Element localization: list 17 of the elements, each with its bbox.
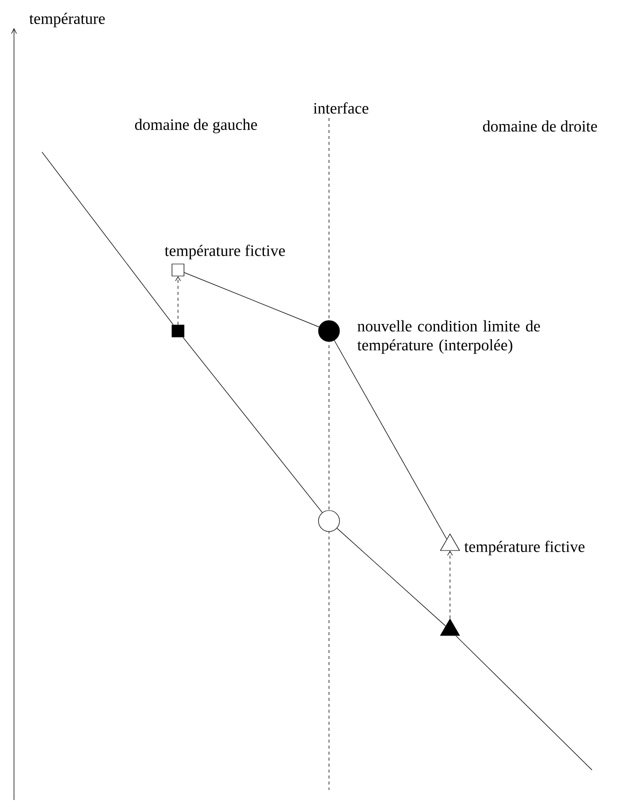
marker-caption: nouvelle condition limite de température (interpolée): [357, 320, 540, 354]
line-segment: [184, 272, 320, 328]
dashed-arrow: [175, 276, 181, 325]
marker: [318, 510, 340, 532]
text-label: interface: [313, 102, 368, 114]
text-label: domaine de gauche: [135, 118, 257, 134]
line-segment: [336, 528, 446, 626]
line-segment: [182, 337, 323, 513]
marker-caption: température fictive: [464, 540, 584, 556]
line-segment: [42, 152, 174, 325]
text-label: température: [29, 12, 105, 28]
marker: [172, 324, 184, 338]
line-segment: [456, 636, 592, 770]
line-segment: [334, 340, 447, 540]
text-label: domaine de droite: [483, 120, 597, 132]
dashed-arrow: [447, 550, 453, 619]
marker-caption: température fictive: [164, 244, 285, 260]
